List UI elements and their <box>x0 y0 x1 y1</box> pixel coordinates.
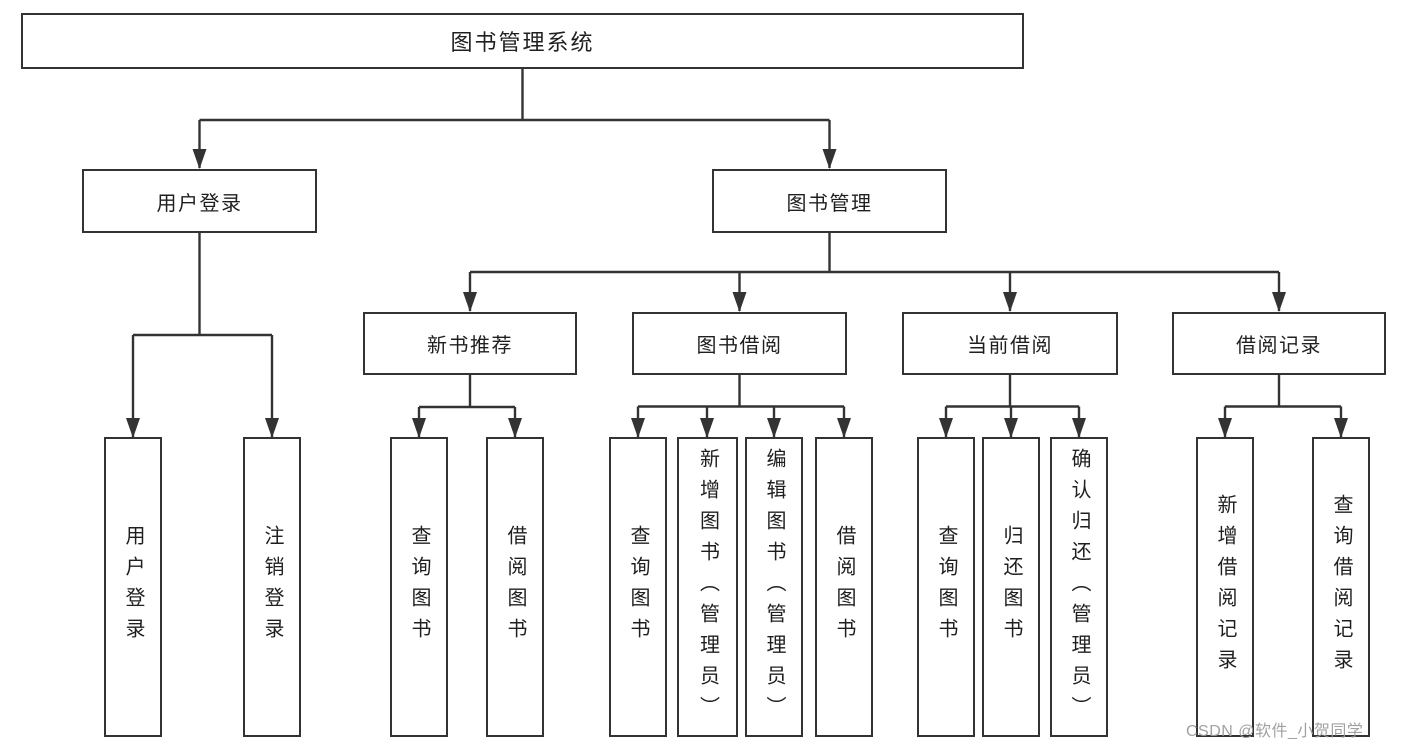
leaf-query-book: 查询图书 <box>390 437 448 737</box>
leaf-label: 借阅图书 <box>504 525 526 649</box>
node-current-borrow: 当前借阅 <box>902 312 1118 375</box>
trunk-borrow-record <box>1225 375 1341 408</box>
node-library-system: 图书管理系统 <box>21 13 1024 69</box>
leaf-borrow-book: 借阅图书 <box>815 437 873 737</box>
leaf-label: 新增借阅记录 <box>1214 494 1236 680</box>
node-user-login: 用户登录 <box>82 169 317 233</box>
leaf-label: 查询图书 <box>627 525 649 649</box>
node-book-borrow: 图书借阅 <box>632 312 847 375</box>
leaf-label: 查询借阅记录 <box>1330 494 1352 680</box>
node-label: 新书推荐 <box>427 335 513 357</box>
leaf-add-borrow-record: 新增借阅记录 <box>1196 437 1254 737</box>
trunk-book-borrow <box>638 375 844 408</box>
leaf-return-book: 归还图书 <box>982 437 1040 737</box>
node-label: 图书管理系统 <box>450 30 595 55</box>
leaf-label: 新增图书（管理员） <box>696 447 719 727</box>
node-new-book-recommend: 新书推荐 <box>363 312 577 375</box>
node-book-management: 图书管理 <box>712 169 947 233</box>
leaf-label: 归还图书 <box>1000 525 1022 649</box>
node-label: 图书管理 <box>786 192 873 215</box>
watermark: CSDN @软件_小贺同学 <box>1186 723 1364 740</box>
node-label: 当前借阅 <box>967 335 1053 357</box>
leaf-add-book-admin: 新增图书（管理员） <box>677 437 738 737</box>
leaf-label: 注销登录 <box>261 525 283 649</box>
leaf-query-book: 查询图书 <box>917 437 975 737</box>
leaf-label: 查询图书 <box>935 525 957 649</box>
leaf-edit-book-admin: 编辑图书（管理员） <box>745 437 803 737</box>
leaf-user-login: 用户登录 <box>104 437 162 737</box>
leaf-label: 查询图书 <box>408 525 430 649</box>
leaf-label: 编辑图书（管理员） <box>763 447 785 727</box>
trunk-root <box>199 69 830 122</box>
leaf-label: 用户登录 <box>122 525 144 649</box>
trunk-current-borrow <box>946 375 1079 408</box>
trunk-book-management <box>470 233 1279 274</box>
node-label: 图书借阅 <box>696 335 783 357</box>
leaf-logout: 注销登录 <box>243 437 301 737</box>
leaf-label: 确认归还（管理员） <box>1068 447 1090 727</box>
node-label: 借阅记录 <box>1236 335 1322 357</box>
node-label: 用户登录 <box>156 192 243 215</box>
leaf-confirm-return-admin: 确认归还（管理员） <box>1050 437 1108 737</box>
trunk-new-book <box>419 375 515 409</box>
trunk-user-login <box>133 233 272 337</box>
leaf-query-borrow-record: 查询借阅记录 <box>1312 437 1370 737</box>
node-borrow-record: 借阅记录 <box>1172 312 1386 375</box>
leaf-borrow-book: 借阅图书 <box>486 437 544 737</box>
leaf-label: 借阅图书 <box>833 525 855 649</box>
leaf-query-book: 查询图书 <box>609 437 667 737</box>
